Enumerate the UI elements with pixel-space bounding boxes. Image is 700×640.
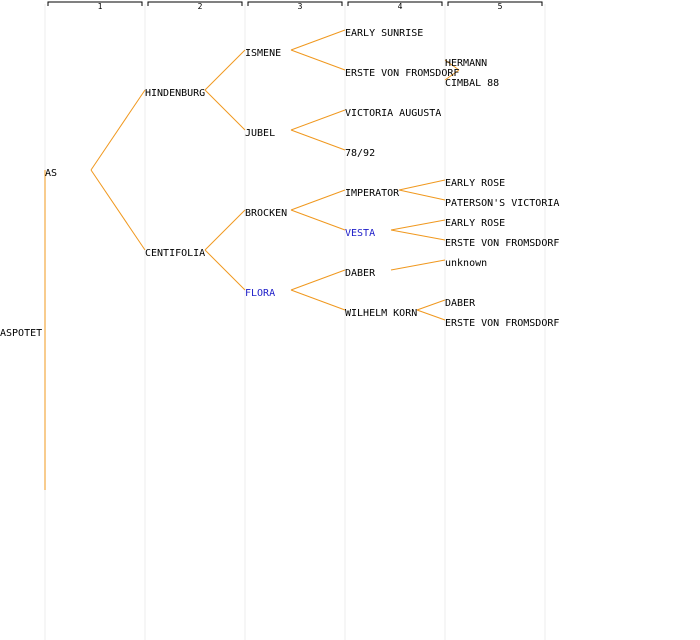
pedigree-edge xyxy=(390,259,446,271)
ancestor-name[interactable]: JUBEL xyxy=(245,128,275,139)
generation-bracket xyxy=(47,1,143,6)
ancestor-name[interactable]: CENTIFOLIA xyxy=(145,248,205,259)
ancestor-name[interactable]: CIMBAL 88 xyxy=(445,78,499,89)
generation-number: 4 xyxy=(398,2,403,11)
pedigree-edge xyxy=(290,49,346,71)
generation-number: 5 xyxy=(498,2,503,11)
pedigree-edge xyxy=(290,129,346,151)
pedigree-edge xyxy=(390,219,446,231)
pedigree-edge xyxy=(204,89,246,131)
generation-columns: 1 2 3 4 5 xyxy=(44,1,546,640)
ancestor-name[interactable]: ISMENE xyxy=(245,48,281,59)
pedigree-edge xyxy=(204,209,246,251)
pedigree-edge xyxy=(90,89,146,171)
pedigree-edge xyxy=(290,269,346,291)
ancestor-name[interactable]: IMPERATOR xyxy=(345,188,400,199)
pedigree-edge xyxy=(416,299,446,311)
ancestor-name[interactable]: DABER xyxy=(445,298,476,309)
pedigree-edge xyxy=(204,49,246,91)
generation-number: 1 xyxy=(98,2,103,11)
ancestor-name[interactable]: 78/92 xyxy=(345,148,375,159)
ancestor-name[interactable]: VESTA xyxy=(345,228,375,239)
pedigree-edge xyxy=(90,169,146,251)
ancestor-name[interactable]: ERSTE VON FROMSDORF xyxy=(345,68,459,79)
pedigree-edge xyxy=(290,209,346,231)
pedigree-edge xyxy=(398,179,446,191)
ancestor-name[interactable]: AS xyxy=(45,168,57,179)
ancestor-name[interactable]: DABER xyxy=(345,268,376,279)
pedigree-edge xyxy=(290,29,346,51)
tree-labels: ASPOTET AS HINDENBURG ISMENE EARLY SUNRISE ER… xyxy=(0,28,559,339)
ancestor-name[interactable]: HINDENBURG xyxy=(145,88,205,99)
pedigree-edge xyxy=(204,249,246,291)
pedigree-edge xyxy=(290,289,346,311)
ancestor-name[interactable]: EARLY SUNRISE xyxy=(345,28,423,39)
generation-bracket xyxy=(247,1,343,6)
generation-number: 3 xyxy=(298,2,303,11)
generation-number: 2 xyxy=(198,2,203,11)
pedigree-edge xyxy=(290,109,346,131)
pedigree-edge xyxy=(390,229,446,241)
ancestor-name[interactable]: VICTORIA AUGUSTA xyxy=(345,108,441,119)
ancestor-name[interactable]: WILHELM KORN xyxy=(345,308,417,319)
pedigree-edge xyxy=(444,59,460,71)
pedigree-edge xyxy=(444,69,460,81)
ancestor-name[interactable]: unknown xyxy=(445,258,487,269)
pedigree-edge xyxy=(290,189,346,211)
tree-edges xyxy=(44,29,460,490)
ancestor-name[interactable]: ERSTE VON FROMSDORF xyxy=(445,238,559,249)
ancestor-name[interactable]: PATERSON'S VICTORIA xyxy=(445,198,559,209)
ancestor-name[interactable]: ERSTE VON FROMSDORF xyxy=(445,318,559,329)
generation-bracket xyxy=(347,1,443,6)
pedigree-edge xyxy=(416,309,446,321)
pedigree-edge xyxy=(398,189,446,201)
generation-bracket xyxy=(447,1,543,6)
ancestor-name[interactable]: BROCKEN xyxy=(245,208,287,219)
ancestor-name[interactable]: FLORA xyxy=(245,288,275,299)
ancestor-name[interactable]: EARLY ROSE xyxy=(445,178,505,189)
generation-bracket xyxy=(147,1,243,6)
ancestor-name[interactable]: HERMANN xyxy=(445,58,487,69)
subject-name[interactable]: ASPOTET xyxy=(0,328,42,339)
ancestor-name[interactable]: EARLY ROSE xyxy=(445,218,505,229)
